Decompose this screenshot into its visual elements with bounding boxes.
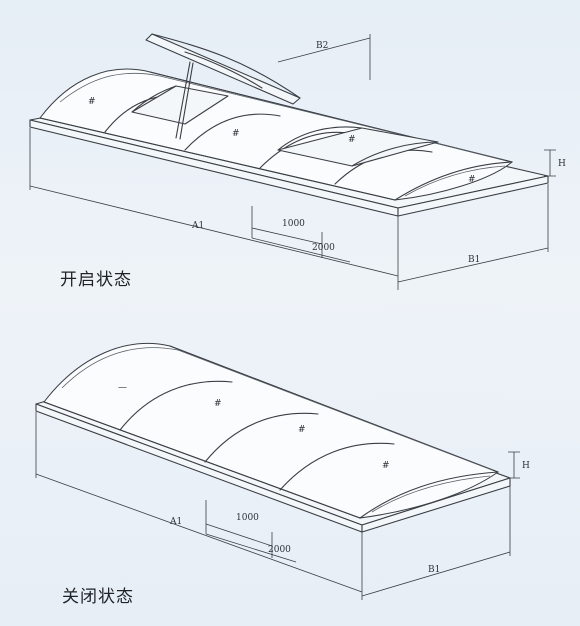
open-glass-mark-4: #: [468, 175, 476, 185]
open-end-cap: [394, 161, 513, 201]
open-dim-h-ticks: [544, 149, 556, 177]
open-barrel-front-edge: [39, 117, 396, 201]
open-base-right-side: [397, 175, 549, 217]
open-vent-2-arc-a: [277, 126, 363, 151]
closed-dim-d1-line: [205, 523, 273, 547]
closed-dim-d2-label: 2000: [268, 545, 291, 555]
open-vent-lid-inner: [184, 51, 263, 89]
open-dim-d1-label: 1000: [282, 219, 305, 229]
closed-barrel-highlight: [61, 347, 493, 471]
closed-dim-h-label: H: [522, 461, 530, 471]
open-state-caption: 开启状态: [60, 270, 132, 290]
open-dim-b2-label: B2: [316, 41, 328, 51]
closed-divider-2: [204, 412, 319, 463]
open-vent-frame-1: [131, 85, 229, 125]
closed-dim-a-line: [35, 473, 363, 593]
open-vent-1-arc: [131, 85, 177, 113]
open-vent-2-arc-b: [351, 141, 439, 167]
open-glass-mark-3: #: [348, 135, 356, 145]
closed-dim-d2-line: [205, 533, 297, 563]
closed-barrel-front-edge: [43, 401, 361, 519]
closed-glass-mark-4: #: [382, 461, 390, 471]
closed-dim-h-ticks: [508, 451, 520, 479]
closed-end-cap-inner: [371, 475, 491, 513]
open-actuator-strut: [175, 61, 191, 139]
open-dim-d2-line: [251, 237, 351, 263]
closed-divider-1: [119, 380, 233, 431]
open-actuator-strut-2: [179, 62, 194, 140]
closed-glass-mark-3: #: [298, 425, 306, 435]
open-vent-lid-arc: [151, 33, 301, 99]
open-state-drawing: # # # # A1 B1 H B2 1000 2000: [29, 33, 566, 290]
open-end-cap-inner: [404, 165, 506, 197]
closed-dim-d1-label: 1000: [236, 513, 259, 523]
closed-glass-mark-2: #: [214, 399, 222, 409]
closed-dim-b-label: B1: [428, 565, 440, 575]
open-barrel-highlight: [59, 72, 506, 161]
closed-glass-mark-1: —: [118, 383, 127, 393]
closed-end-cap: [359, 471, 499, 519]
open-dim-b2-line: [277, 37, 371, 63]
closed-state-caption: 关闭状态: [62, 587, 134, 607]
closed-state-drawing: — # # # A1 B1 H 1000 2000: [35, 342, 530, 600]
open-dim-b-line: [397, 247, 549, 283]
open-glass-mark-1: #: [88, 97, 96, 107]
closed-dim-b-line: [361, 551, 511, 597]
open-dim-a-label: A1: [191, 221, 204, 231]
open-dim-h-label: H: [558, 159, 566, 169]
open-dim-a-line: [29, 185, 399, 277]
open-glass-mark-2: #: [232, 129, 240, 139]
open-dim-d2-label: 2000: [312, 243, 335, 253]
open-divider-2: [184, 113, 281, 151]
closed-divider-3: [279, 442, 395, 491]
open-dim-d1-line: [251, 227, 323, 245]
open-dim-b-label: B1: [468, 255, 480, 265]
closed-dim-a-label: A1: [169, 517, 182, 527]
